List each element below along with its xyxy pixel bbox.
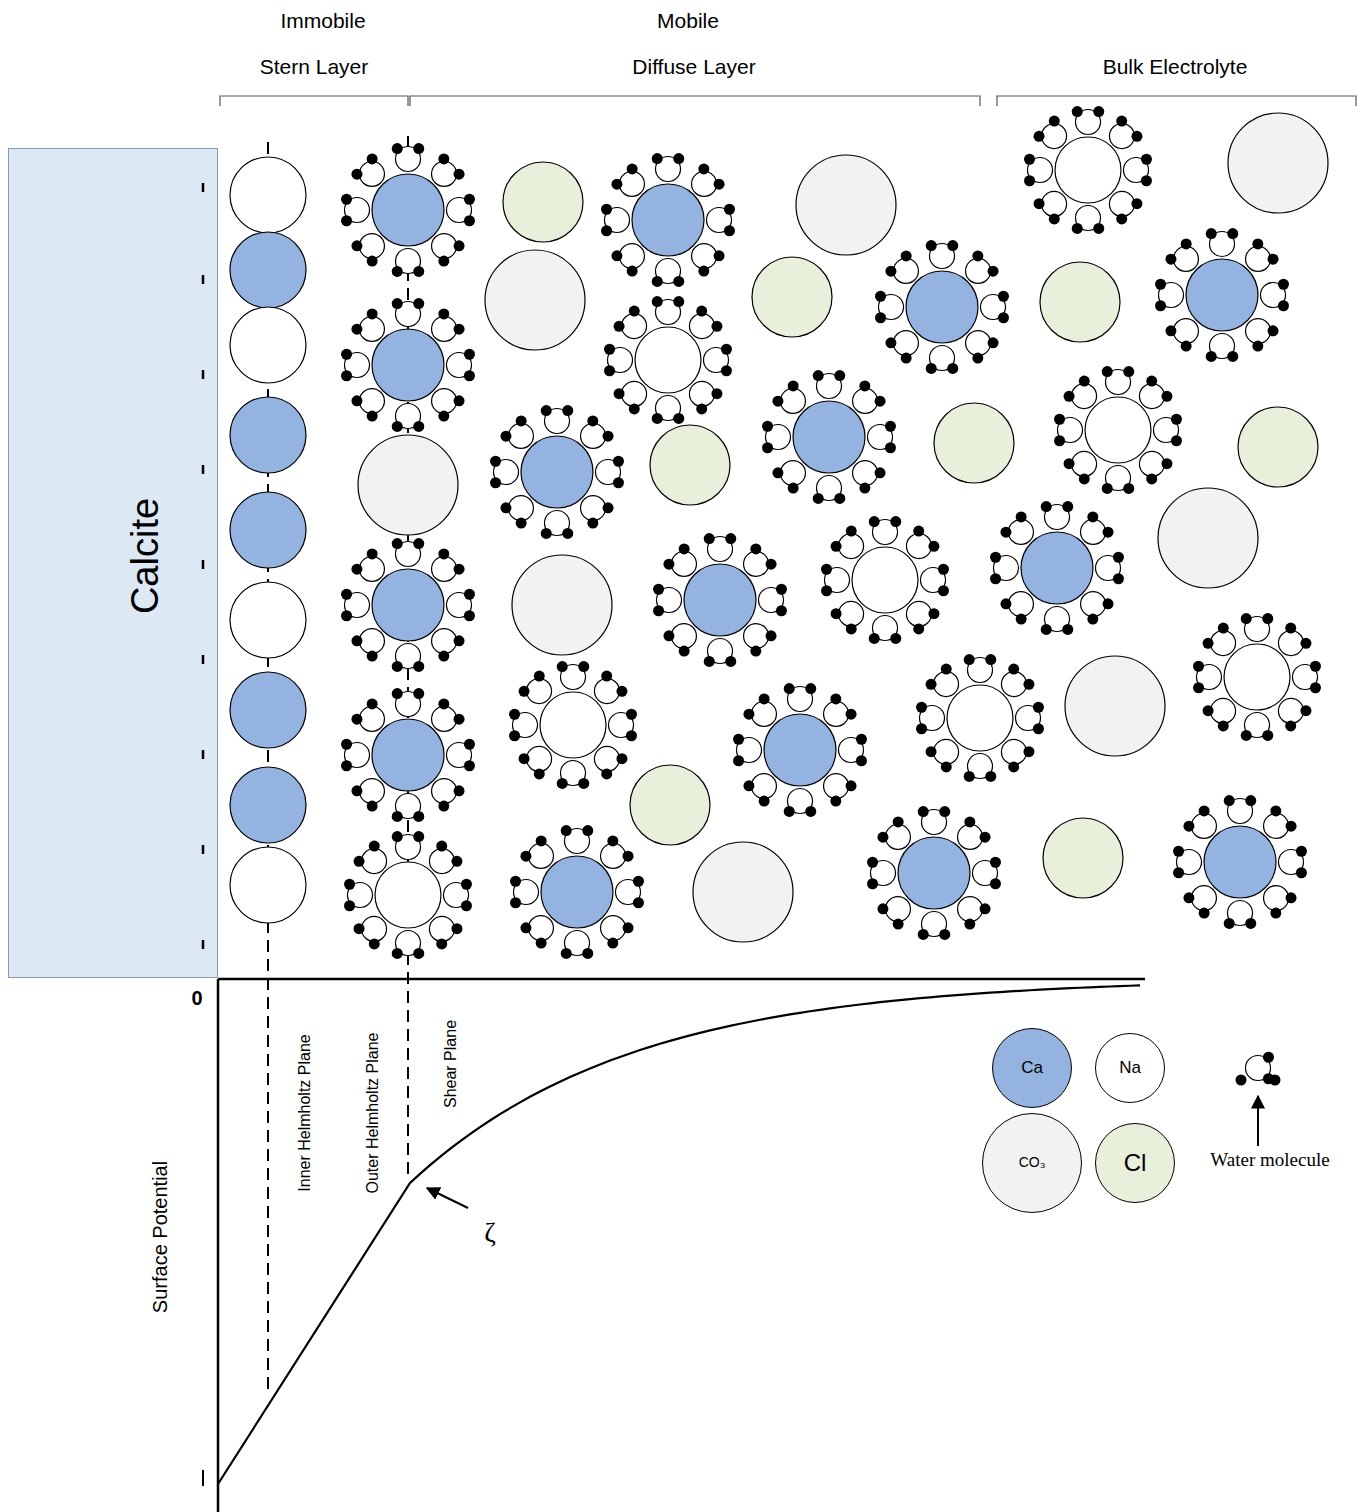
ion [230, 672, 306, 748]
ion [230, 847, 306, 923]
plane-name: Outer Helmholtz Plane [364, 1033, 382, 1194]
ion [230, 307, 306, 383]
ion [653, 533, 787, 667]
ion [934, 403, 1014, 483]
zeta-pointer [427, 1188, 468, 1208]
legend-text: Ca [1021, 1059, 1043, 1078]
ion [341, 538, 475, 672]
zone-mobility: Mobile [657, 9, 719, 32]
ion [867, 806, 1001, 940]
layer-name: Bulk Electrolyte [1103, 55, 1248, 78]
ion [1043, 818, 1123, 898]
legend-text: Cl [1124, 1150, 1147, 1176]
ion [344, 831, 472, 959]
ion [1238, 407, 1318, 487]
ion [512, 555, 612, 655]
ion [752, 257, 832, 337]
ion [1228, 113, 1328, 213]
water-molecule-symbol [1236, 1052, 1281, 1086]
legend-text: CO₃ [1019, 1155, 1046, 1170]
ion [1040, 262, 1120, 342]
layer-name: Diffuse Layer [632, 55, 755, 78]
ion [1173, 795, 1307, 929]
plane-name: Shear Plane [442, 1020, 460, 1108]
axes [203, 979, 1145, 1512]
ion [230, 232, 306, 308]
ion [230, 397, 306, 473]
ions [230, 106, 1328, 959]
ion [601, 153, 735, 287]
ion [341, 298, 475, 432]
ion [490, 405, 624, 539]
legend-text: Water molecule [1210, 1150, 1329, 1171]
ion [604, 296, 732, 424]
surface-ticks [8, 148, 218, 978]
layer-brackets [220, 96, 1356, 106]
ion [1155, 228, 1289, 362]
ion [650, 425, 730, 505]
ion [875, 240, 1009, 374]
ion [230, 492, 306, 568]
ion [1158, 488, 1258, 588]
ion [821, 516, 949, 644]
ion [762, 370, 896, 504]
zeta-symbol: ζ [484, 1218, 496, 1249]
mineral-name: Calcite [125, 498, 167, 614]
ion [341, 143, 475, 277]
zone-mobility: Immobile [280, 9, 365, 32]
ion [990, 501, 1124, 635]
water-pointer [1257, 1096, 1259, 1146]
ion [1193, 613, 1321, 741]
axis-title: Surface Potential [149, 1161, 171, 1313]
ion [796, 155, 896, 255]
layer-name: Stern Layer [260, 55, 369, 78]
ion [1065, 656, 1165, 756]
ion [1054, 366, 1182, 494]
ion [230, 767, 306, 843]
legend-text: Na [1119, 1059, 1141, 1078]
ion [509, 661, 637, 789]
ion [503, 162, 583, 242]
plane-name: Inner Helmholtz Plane [296, 1034, 314, 1191]
ion [1024, 106, 1152, 234]
ion [358, 435, 458, 535]
ion [733, 683, 867, 817]
ion [230, 157, 306, 233]
ion [916, 654, 1044, 782]
mineral-block: Calcite [8, 148, 218, 978]
ion [230, 582, 306, 658]
ion [510, 825, 644, 959]
ion [341, 688, 475, 822]
potential-curve [218, 985, 1140, 1484]
ion [693, 842, 793, 942]
ion [485, 250, 585, 350]
axis-origin: 0 [191, 987, 202, 1009]
ion [630, 765, 710, 845]
